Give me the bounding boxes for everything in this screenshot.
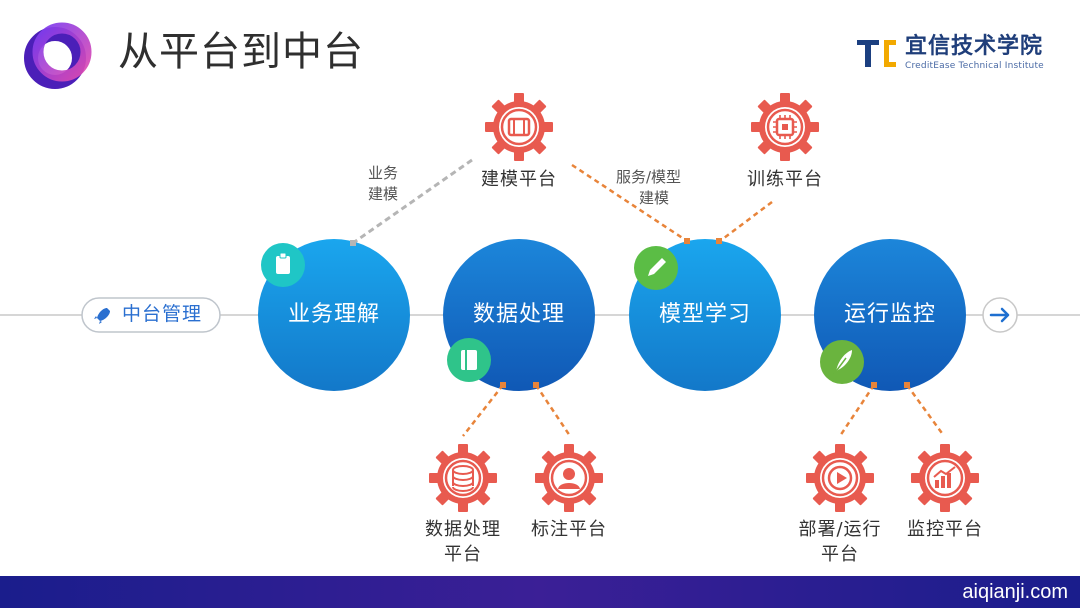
timeline-start-pill[interactable] [81,297,221,333]
platform-label-modeling: 建模平台 [481,169,557,190]
platform-label-labeling: 标注平台 [531,519,607,540]
rocket-icon [94,308,110,324]
edge-label-service-modeling-1: 服务/模型 [616,168,682,186]
arrow-right-icon[interactable] [982,297,1018,333]
platform-label-training: 训练平台 [747,169,823,190]
chip-icon [749,91,821,163]
feather-icon [820,340,864,384]
connector-training-model [719,201,773,242]
user-icon [533,442,605,514]
timeline-start-label[interactable]: 中台管理 [122,303,203,325]
connector-modeling-business [352,158,473,245]
platform-label-data-processing-line2: 平台 [444,544,482,565]
stage-label-data: 数据处理 [472,302,565,327]
clipboard-icon [261,243,305,287]
watermark-text: aiqianji.com [962,581,1068,603]
edge-label-business-modeling-1: 业务 [368,164,399,182]
connector-data-labeling [534,384,572,437]
brand-name: 宜信技术学院 [905,34,1044,59]
stage-label-business: 业务理解 [287,302,380,327]
edge-label-service-modeling-2: 建模 [639,189,670,207]
connector-monitor-deploy [838,384,876,437]
book-icon [447,338,491,382]
app-logo-icon [24,22,92,89]
platform-label-deploy-line2: 平台 [821,544,859,565]
brand-logo-icon [857,40,896,67]
stage-label-model: 模型学习 [658,302,751,327]
footer-bar [0,576,1080,608]
connector-monitor-monitoring [905,384,946,437]
connector-modeling-model [571,163,688,243]
pencil-icon [634,246,678,290]
page-title: 从平台到中台 [118,29,364,75]
brand-subtitle: CreditEase Technical Institute [905,61,1044,71]
chart-icon [909,442,981,514]
database-icon [427,442,499,514]
edge-label-business-modeling-2: 建模 [368,185,399,203]
platform-label-data-processing-line1: 数据处理 [425,519,501,540]
stage-label-monitor: 运行监控 [843,302,936,327]
film-icon [483,91,555,163]
play-icon [804,442,876,514]
connector-data-dataplatform [462,384,504,437]
platform-label-monitoring: 监控平台 [907,519,983,540]
platform-label-deploy-line1: 部署/运行 [798,519,882,540]
